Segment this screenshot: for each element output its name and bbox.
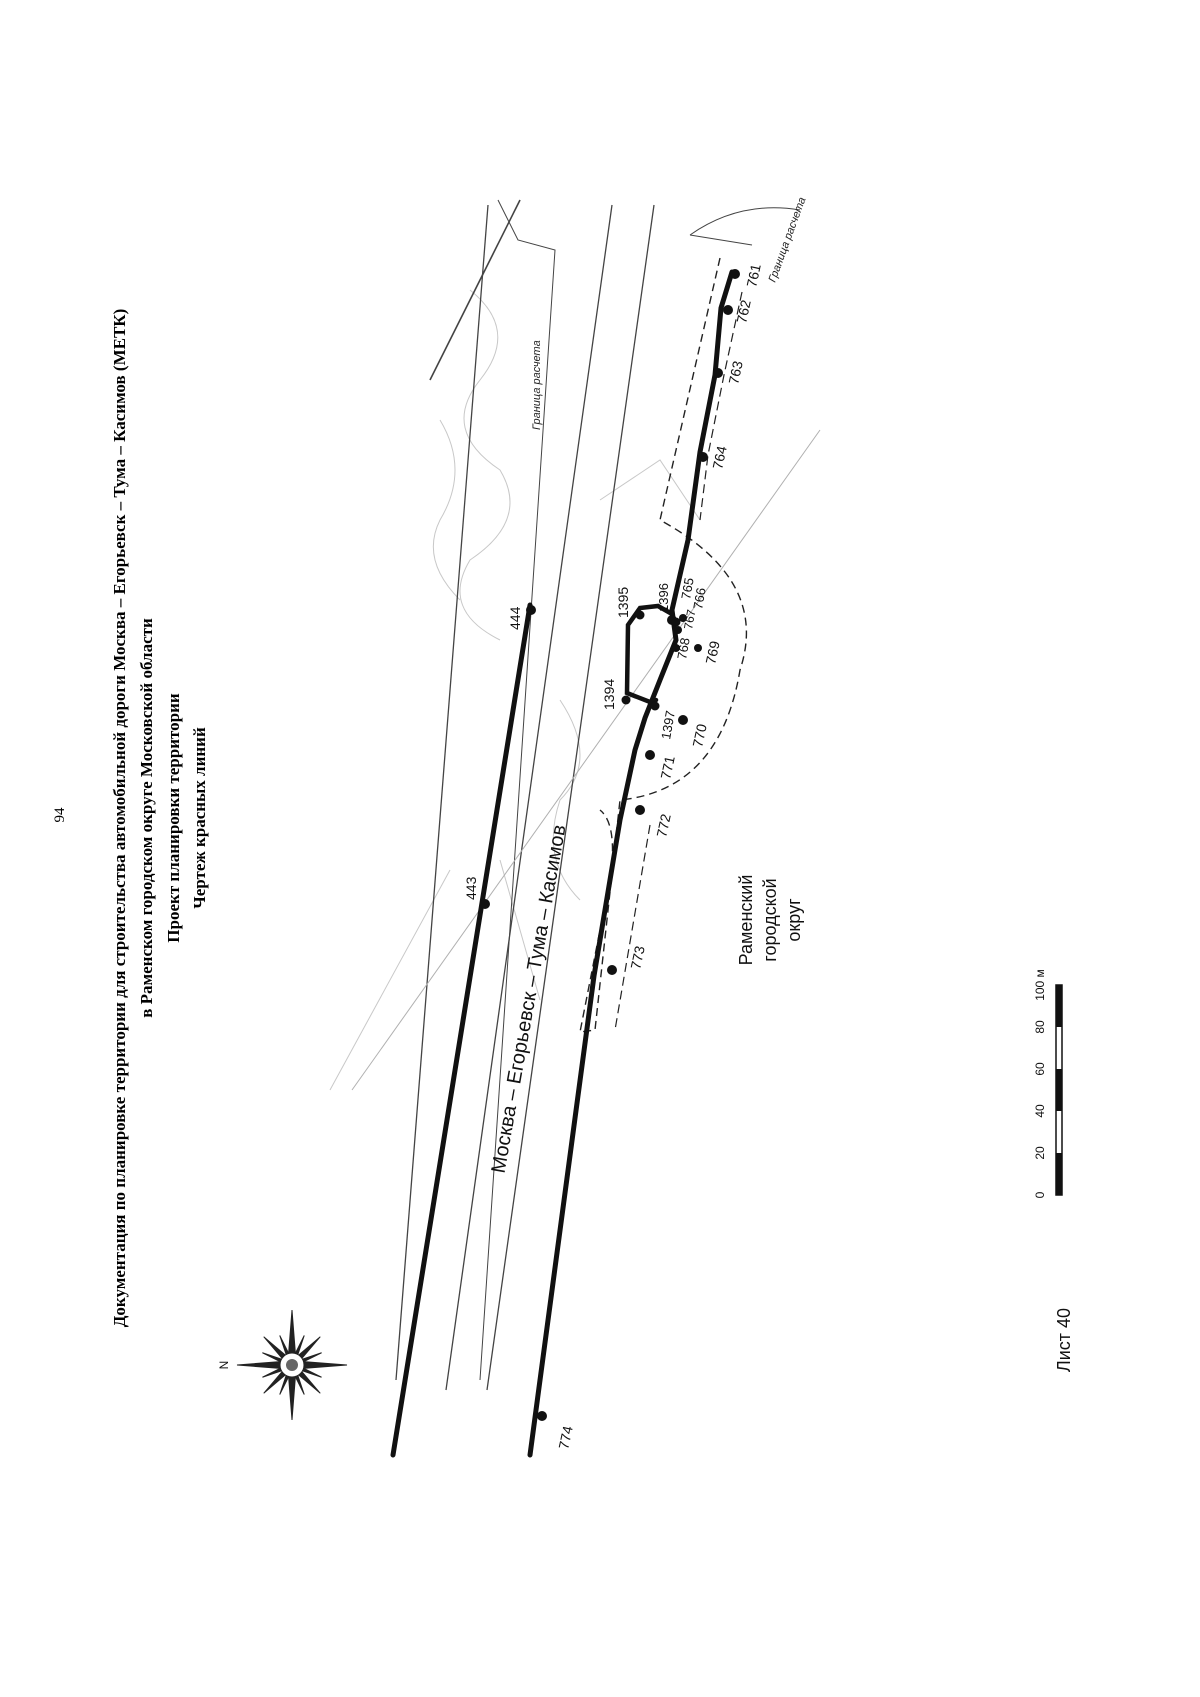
scale-tick-0: 0 [1033,1191,1047,1198]
label-443: 443 [463,876,479,900]
point-labels: 443 444 774 773 772 771 770 769 768 767 … [463,262,764,1450]
red-line-upper [390,602,533,1458]
road-edges [351,199,821,1391]
road-label: Москва – Егорьевск – Тума – Касимов [488,823,571,1175]
label-765: 765 [678,577,697,601]
sheet-label: Лист 40 [1054,1308,1074,1372]
title-line-4: Чертеж красных линий [190,727,209,909]
calc-boundary-tick [689,234,753,246]
title-line-2: в Раменском городском округе Московской … [137,618,156,1018]
label-767: 767 [681,608,698,630]
title-line-1: Документация по планировке территории дл… [110,309,129,1328]
scale-bar: 0 20 40 60 80 100 м [1033,969,1063,1198]
district-label-line-2: городской [760,878,780,961]
topographic-background [329,289,701,1091]
point-769 [694,644,702,652]
point-1397 [650,701,660,711]
label-1396: 1396 [656,583,671,612]
label-771: 771 [657,754,678,780]
point-766 [679,614,687,622]
point-772 [635,805,645,815]
title-line-3: Проект планировки территории [164,693,183,943]
scale-tick-100: 100 м [1033,969,1047,1001]
title-block: Документация по планировке территории дл… [110,309,209,1328]
boundary-hook-north [429,199,521,381]
label-444: 444 [507,606,523,630]
compass-rose: N [217,1309,348,1421]
point-764 [698,452,708,462]
point-1395 [635,610,645,620]
label-1395: 1395 [615,587,631,618]
scale-tick-20: 20 [1033,1146,1047,1160]
calc-boundary-north [479,199,556,1381]
grid-diagonal [351,429,821,1091]
label-763: 763 [725,359,746,385]
label-762: 762 [733,298,754,324]
point-768 [672,644,680,652]
label-774: 774 [555,1424,576,1450]
label-1397: 1397 [658,709,678,740]
point-1396 [671,617,681,627]
district-label: Раменский городской округ [736,875,804,966]
point-1394 [621,695,631,705]
scale-tick-80: 80 [1033,1020,1047,1034]
point-444 [526,605,536,615]
point-773 [607,965,617,975]
point-762 [723,305,733,315]
label-761: 761 [743,262,764,288]
calc-boundary-east [689,207,801,236]
point-763 [713,368,723,378]
dimension-line-2 [614,824,651,1031]
point-markers [480,269,740,1421]
label-764: 764 [709,444,730,470]
boundary-label-north: Граница расчета [531,340,543,430]
page-number: 94 [52,807,68,823]
point-443 [480,899,490,909]
point-774 [537,1411,547,1421]
scale-tick-40: 40 [1033,1104,1047,1118]
point-770 [678,715,688,725]
road-edge-north [395,204,489,1381]
red-line-loop [624,603,675,705]
label-766: 766 [690,587,709,611]
label-769: 769 [702,639,723,665]
point-767 [674,626,682,634]
label-768: 768 [674,637,693,661]
label-773: 773 [627,944,648,970]
point-771 [645,750,655,760]
dimension-line [699,291,743,521]
label-770: 770 [689,722,710,748]
calc-boundary-dashed [579,257,748,1033]
point-761 [730,269,740,279]
label-772: 772 [653,812,674,838]
district-label-line-3: округ [784,898,804,942]
label-1394: 1394 [601,679,617,710]
road-edge-2 [486,204,655,1391]
compass-north: N [217,1361,231,1370]
road-edge-1 [445,204,613,1391]
district-label-line-1: Раменский [736,875,756,966]
scale-tick-60: 60 [1033,1062,1047,1076]
